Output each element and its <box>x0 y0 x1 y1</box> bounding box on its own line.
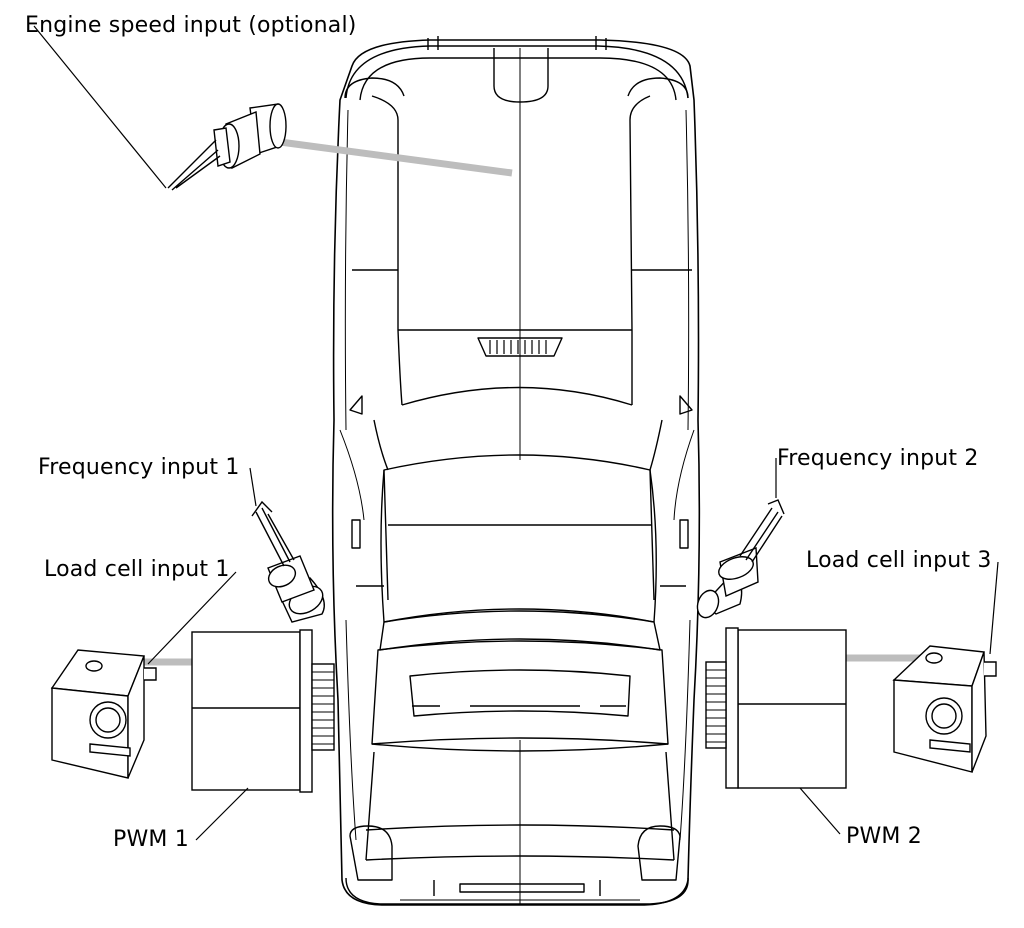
leader-lines <box>33 25 999 841</box>
pwm-1-label: PWM 1 <box>113 827 189 852</box>
load-cell-input-1-label: Load cell input 1 <box>44 557 230 582</box>
engine-speed-input-label: Engine speed input (optional) <box>25 13 357 38</box>
frequency-input-2-label: Frequency input 2 <box>777 446 979 471</box>
load-cell-1-leader-line <box>147 571 237 665</box>
vehicle-top-view <box>331 36 701 906</box>
engine-speed-sensor-icon <box>167 103 287 191</box>
pwm-1-module-icon <box>191 629 335 793</box>
pwm-2-leader-line <box>799 787 841 835</box>
frequency-sensor-2-icon <box>696 499 785 619</box>
frequency-input-1-label: Frequency input 1 <box>38 455 240 480</box>
frequency-sensor-1-icon <box>251 500 325 623</box>
pwm-1-leader-line <box>195 787 249 841</box>
engine-connector-bar <box>279 138 513 177</box>
connector-bars <box>100 138 936 666</box>
pwm-2-module-icon <box>705 627 847 789</box>
load-cell-3-leader-line <box>989 561 999 655</box>
load-cell-3-icon <box>892 645 997 773</box>
frequency-1-leader-line <box>249 467 257 507</box>
pwm-2-label: PWM 2 <box>846 824 922 849</box>
engine-leader-line <box>33 25 167 189</box>
load-cell-input-3-label: Load cell input 3 <box>806 548 992 573</box>
load-cell-1-icon <box>50 649 157 779</box>
